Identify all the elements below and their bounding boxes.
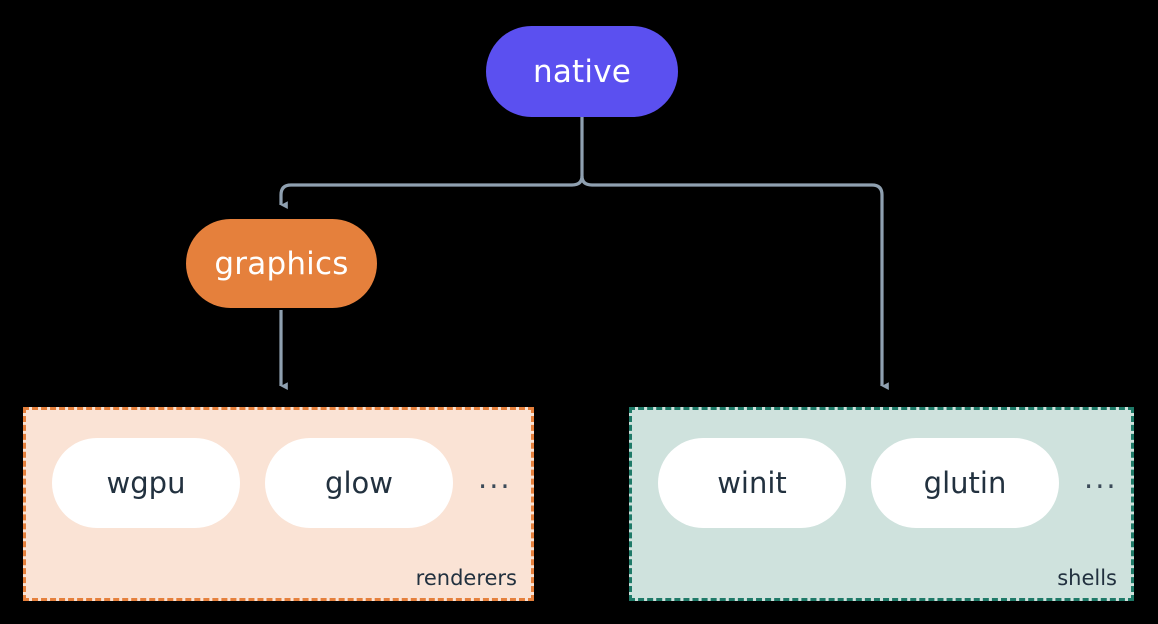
edge-native-to-graphics [279,175,584,210]
node-native[interactable]: native [486,26,678,117]
leaf-pill-glow[interactable]: glow [265,438,453,528]
group-shells-label: shells [1057,566,1117,590]
group-renderers-items: wgpu glow ... [26,438,531,528]
group-renderers: wgpu glow ... renderers [23,407,534,601]
leaf-pill-wgpu[interactable]: wgpu [52,438,240,528]
node-graphics-label: graphics [214,245,349,282]
shells-overflow-ellipsis: ... [1084,460,1118,495]
leaf-pill-glutin-label: glutin [923,466,1007,500]
edge-native-to-shells [580,175,889,391]
group-shells: winit glutin ... shells [629,407,1134,601]
leaf-pill-glutin[interactable]: glutin [871,438,1059,528]
node-native-label: native [532,53,632,90]
leaf-pill-glow-label: glow [325,466,393,500]
renderers-overflow-ellipsis: ... [478,460,512,495]
leaf-pill-winit-label: winit [717,466,787,500]
node-graphics[interactable]: graphics [186,219,377,308]
group-renderers-label: renderers [415,566,517,590]
leaf-pill-wgpu-label: wgpu [106,466,186,500]
group-shells-items: winit glutin ... [632,438,1131,528]
leaf-pill-winit[interactable]: winit [658,438,846,528]
